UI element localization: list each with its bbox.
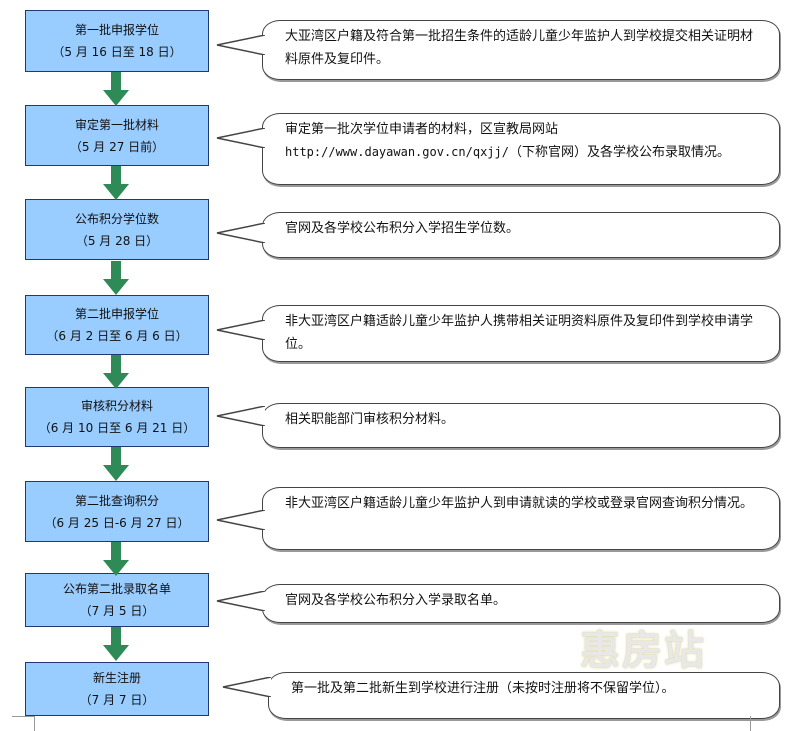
down-arrow-icon bbox=[103, 261, 129, 295]
step-callout-4: 非大亚湾区户籍适龄儿童少年监护人携带相关证明资料原件及复印件到学校申请学位。 bbox=[216, 305, 780, 362]
step-date: （5 月 27 日前） bbox=[69, 139, 165, 154]
step-title: 第二批申报学位 bbox=[74, 307, 159, 321]
step-box-2: 审定第一批材料 （5 月 27 日前） bbox=[25, 105, 209, 166]
callout-text: 非大亚湾区户籍适龄儿童少年监护人到申请就读的学校或登录官网查询积分情况。 bbox=[285, 496, 754, 511]
callout-tail bbox=[216, 128, 265, 148]
step-title: 公布第二批录取名单 bbox=[62, 582, 171, 596]
callout-text: 第一批及第二批新生到学校进行注册（未按时注册将不保留学位）。 bbox=[291, 681, 675, 696]
callout-text: 非大亚湾区户籍适龄儿童少年监护人携带相关证明资料原件及复印件到学校申请学位。 bbox=[285, 314, 754, 352]
page-margin-line bbox=[750, 716, 751, 731]
page-margin-line bbox=[34, 716, 35, 731]
step-date: （5 月 28 日） bbox=[75, 233, 159, 248]
down-arrow-icon bbox=[103, 166, 129, 200]
down-arrow-icon bbox=[103, 355, 129, 389]
step-box-8: 新生注册 （7 月 7 日） bbox=[25, 662, 209, 716]
step-box-3: 公布积分学位数 （5 月 28 日） bbox=[25, 199, 209, 260]
step-date: （6 月 2 日至 6 月 6 日） bbox=[46, 329, 188, 343]
step-callout-3: 官网及各学校公布积分入学招生学位数。 bbox=[216, 212, 780, 258]
step-date: （5 月 16 日至 18 日） bbox=[52, 45, 182, 59]
website-link[interactable]: http://www.dayawan.gov.cn/qxjj/ bbox=[285, 145, 509, 159]
step-callout-8: 第一批及第二批新生到学校进行注册（未按时注册将不保留学位）。 bbox=[222, 672, 780, 719]
step-title: 公布积分学位数 bbox=[74, 211, 159, 226]
step-box-6: 第二批查询积分 （6 月 25 日-6 月 27 日） bbox=[25, 481, 209, 542]
down-arrow-icon bbox=[103, 542, 129, 576]
callout-tail bbox=[216, 406, 265, 426]
step-box-5: 审核积分材料 （6 月 10 日至 6 月 21 日） bbox=[25, 387, 209, 447]
step-title: 第二批查询积分 bbox=[74, 493, 159, 508]
callout-text: 审定第一批次学位申请者的材料，区宣教局网站 bbox=[285, 122, 559, 137]
step-callout-2: 审定第一批次学位申请者的材料，区宣教局网站 http://www.dayawan.… bbox=[216, 113, 780, 185]
step-title: 审核积分材料 bbox=[80, 399, 153, 413]
callout-text: 相关职能部门审核积分材料。 bbox=[285, 412, 455, 427]
step-callout-7: 官网及各学校公布积分入学录取名单。 bbox=[216, 584, 780, 623]
step-date: （6 月 25 日-6 月 27 日） bbox=[44, 515, 190, 530]
step-title: 审定第一批材料 bbox=[74, 117, 159, 132]
callout-tail bbox=[216, 591, 265, 611]
down-arrow-icon bbox=[103, 72, 129, 106]
watermark: 惠房站 bbox=[580, 628, 706, 674]
callout-text: 官网及各学校公布积分入学招生学位数。 bbox=[285, 221, 520, 236]
callout-tail bbox=[222, 677, 271, 697]
step-title: 第一批申报学位 bbox=[74, 23, 159, 37]
callout-text: 大亚湾区户籍及符合第一批招生条件的适龄儿童少年监护人到学校提交相关证明材料原件及… bbox=[285, 29, 754, 67]
step-box-4: 第二批申报学位 （6 月 2 日至 6 月 6 日） bbox=[25, 295, 209, 355]
down-arrow-icon bbox=[103, 447, 129, 481]
callout-tail bbox=[216, 510, 265, 530]
step-date: （7 月 5 日） bbox=[79, 604, 155, 618]
step-callout-1: 大亚湾区户籍及符合第一批招生条件的适龄儿童少年监护人到学校提交相关证明材料原件及… bbox=[216, 20, 780, 80]
callout-text: 官网及各学校公布积分入学录取名单。 bbox=[285, 593, 507, 608]
page-margin-line bbox=[12, 716, 34, 717]
step-box-7: 公布第二批录取名单 （7 月 5 日） bbox=[25, 573, 209, 627]
step-date: （6 月 10 日至 6 月 21 日） bbox=[38, 421, 196, 435]
callout-tail bbox=[216, 320, 265, 340]
step-callout-6: 非大亚湾区户籍适龄儿童少年监护人到申请就读的学校或登录官网查询积分情况。 bbox=[216, 487, 780, 550]
step-box-1: 第一批申报学位 （5 月 16 日至 18 日） bbox=[25, 10, 209, 72]
step-title: 新生注册 bbox=[92, 671, 141, 685]
step-date: （7 月 7 日） bbox=[79, 693, 155, 707]
callout-text: （下称官网）及各学校公布录取情况。 bbox=[508, 145, 730, 160]
callout-tail bbox=[216, 35, 265, 55]
step-callout-5: 相关职能部门审核积分材料。 bbox=[216, 403, 780, 448]
callout-tail bbox=[216, 223, 265, 243]
down-arrow-icon bbox=[103, 627, 129, 661]
